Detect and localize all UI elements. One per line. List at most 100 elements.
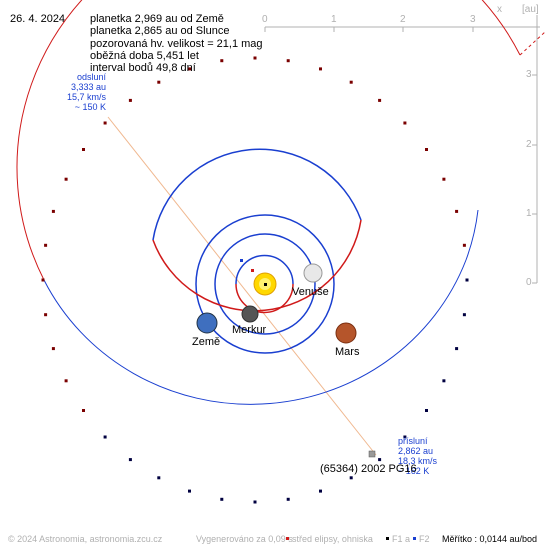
footer-legend-f1: F1 a	[392, 534, 411, 544]
mars-label: Mars	[335, 346, 360, 358]
orbit-point	[82, 148, 85, 151]
orbit-point	[349, 80, 353, 84]
info-line-4: oběžná doba 5,451 let	[90, 50, 199, 62]
orbit-point	[442, 177, 446, 181]
x-tick-label-3: 3	[470, 14, 476, 25]
x-axis-label: x	[497, 4, 502, 15]
footer-generated: Vygenerováno za 0,09 s	[196, 534, 293, 544]
earth-orbit-blue	[195, 214, 335, 285]
y-tick-label-0: 0	[526, 277, 532, 288]
aphelion-temperature: ~ 150 K	[74, 102, 106, 112]
orbit-point	[455, 209, 459, 213]
earth-icon	[196, 312, 218, 334]
orbit-point	[64, 177, 68, 181]
x-tick-label-2: 2	[400, 14, 406, 25]
footer-legend-f2: F2	[419, 534, 430, 544]
asteroid-orbit-blue	[43, 259, 467, 405]
footer-scale: Měřítko : 0,0144 au/bod	[442, 534, 538, 544]
orbit-point	[462, 243, 466, 247]
ellipse-center-marker	[251, 269, 254, 272]
orbit-point	[44, 313, 48, 317]
orbit-point	[442, 379, 446, 383]
orbit-point	[51, 347, 55, 351]
venus-icon	[303, 263, 323, 283]
orbit-point	[349, 476, 353, 480]
orbit-point	[465, 278, 469, 282]
orbit-point	[286, 59, 290, 63]
info-line-2: planetka 2,865 au od Slunce	[90, 25, 230, 37]
orbit-point	[188, 67, 191, 71]
aphelion-speed: 15,7 km/s	[66, 92, 106, 102]
asteroid-icon	[368, 450, 376, 458]
asteroid-name: (65364) 2002 PG16	[320, 463, 417, 475]
orbit-point	[403, 121, 407, 125]
perihelion-distance: 2,862 au	[398, 446, 434, 456]
orbit-point	[286, 497, 290, 501]
mars-orbit-red	[152, 219, 362, 312]
orbit-point	[82, 409, 85, 412]
orbit-point	[128, 458, 132, 462]
legend-center-swatch	[286, 537, 289, 540]
y-tick-label-2: 2	[526, 139, 532, 150]
orbit-point	[188, 489, 191, 493]
aphelion-title: odsluní	[76, 72, 106, 82]
perihelion-speed: 18,3 km/s	[398, 456, 438, 466]
orbit-point	[103, 435, 107, 439]
info-line-3: pozorovaná hv. velikost = 21,1 mag	[90, 38, 263, 50]
orbit-point	[455, 347, 459, 351]
orbit-point	[319, 489, 322, 493]
orbit-point	[64, 379, 68, 383]
orbit-point	[378, 458, 382, 462]
x-tick-label-0: 0	[262, 14, 268, 25]
orbit-point	[462, 313, 466, 317]
orbit-point	[157, 80, 161, 84]
earth-label: Země	[192, 336, 221, 348]
mercury-orbit-red	[235, 283, 294, 314]
mars-icon	[335, 322, 357, 344]
venus-label: Venuše	[292, 286, 329, 298]
apsis-line	[107, 116, 377, 456]
mercury-icon	[241, 305, 259, 323]
orbit-point-markers	[41, 56, 469, 504]
info-line-1: planetka 2,969 au od Země	[90, 13, 224, 25]
orbit-point	[51, 209, 55, 213]
mercury-label: Merkur	[232, 324, 267, 336]
asteroid-orbit-red	[16, 0, 521, 281]
asteroid-orbit-exit	[519, 31, 546, 56]
perihelion-label: přísluní 2,862 au 18,3 km/s ~ 162 K	[398, 436, 442, 476]
orbit-point	[253, 56, 257, 60]
date-label: 26. 4. 2024	[10, 13, 66, 25]
orbit-point	[128, 98, 132, 102]
orbit-point	[425, 409, 428, 412]
y-tick-label-3: 3	[526, 69, 532, 80]
orbit-point	[378, 98, 382, 102]
orbit-point	[425, 148, 428, 151]
mercury-orbit-blue	[235, 254, 294, 285]
focus-f2-marker	[240, 259, 243, 262]
perihelion-title: přísluní	[398, 436, 428, 446]
unit-label: [au]	[522, 4, 539, 15]
aphelion-distance: 3,333 au	[70, 82, 106, 92]
orbit-point	[220, 497, 224, 501]
y-tick-label-1: 1	[526, 208, 532, 219]
perihelion-temperature: ~ 162 K	[398, 466, 430, 476]
x-tick-label-1: 1	[331, 14, 337, 25]
legend-f2-swatch	[413, 537, 416, 540]
orbit-point	[220, 59, 224, 63]
orbit-point	[103, 121, 107, 125]
orbit-point	[319, 67, 322, 71]
footer-copyright: © 2024 Astronomia, astronomia.zcu.cz	[8, 534, 163, 544]
aphelion-label: odsluní 3,333 au 15,7 km/s ~ 150 K	[66, 72, 106, 112]
orbit-point	[44, 243, 48, 247]
legend-f1-swatch	[386, 537, 389, 540]
orbit-point	[157, 476, 161, 480]
mars-orbit-blue	[152, 148, 362, 241]
asteroid-orbit-blue-tail	[465, 209, 479, 261]
orbit-point	[403, 435, 407, 439]
footer-legend-center: střed elipsy, ohniska	[292, 534, 373, 544]
focus-f1-marker	[264, 283, 267, 286]
venus-orbit-blue	[214, 233, 316, 285]
info-line-5: interval bodů 49,8 dní	[90, 62, 196, 74]
